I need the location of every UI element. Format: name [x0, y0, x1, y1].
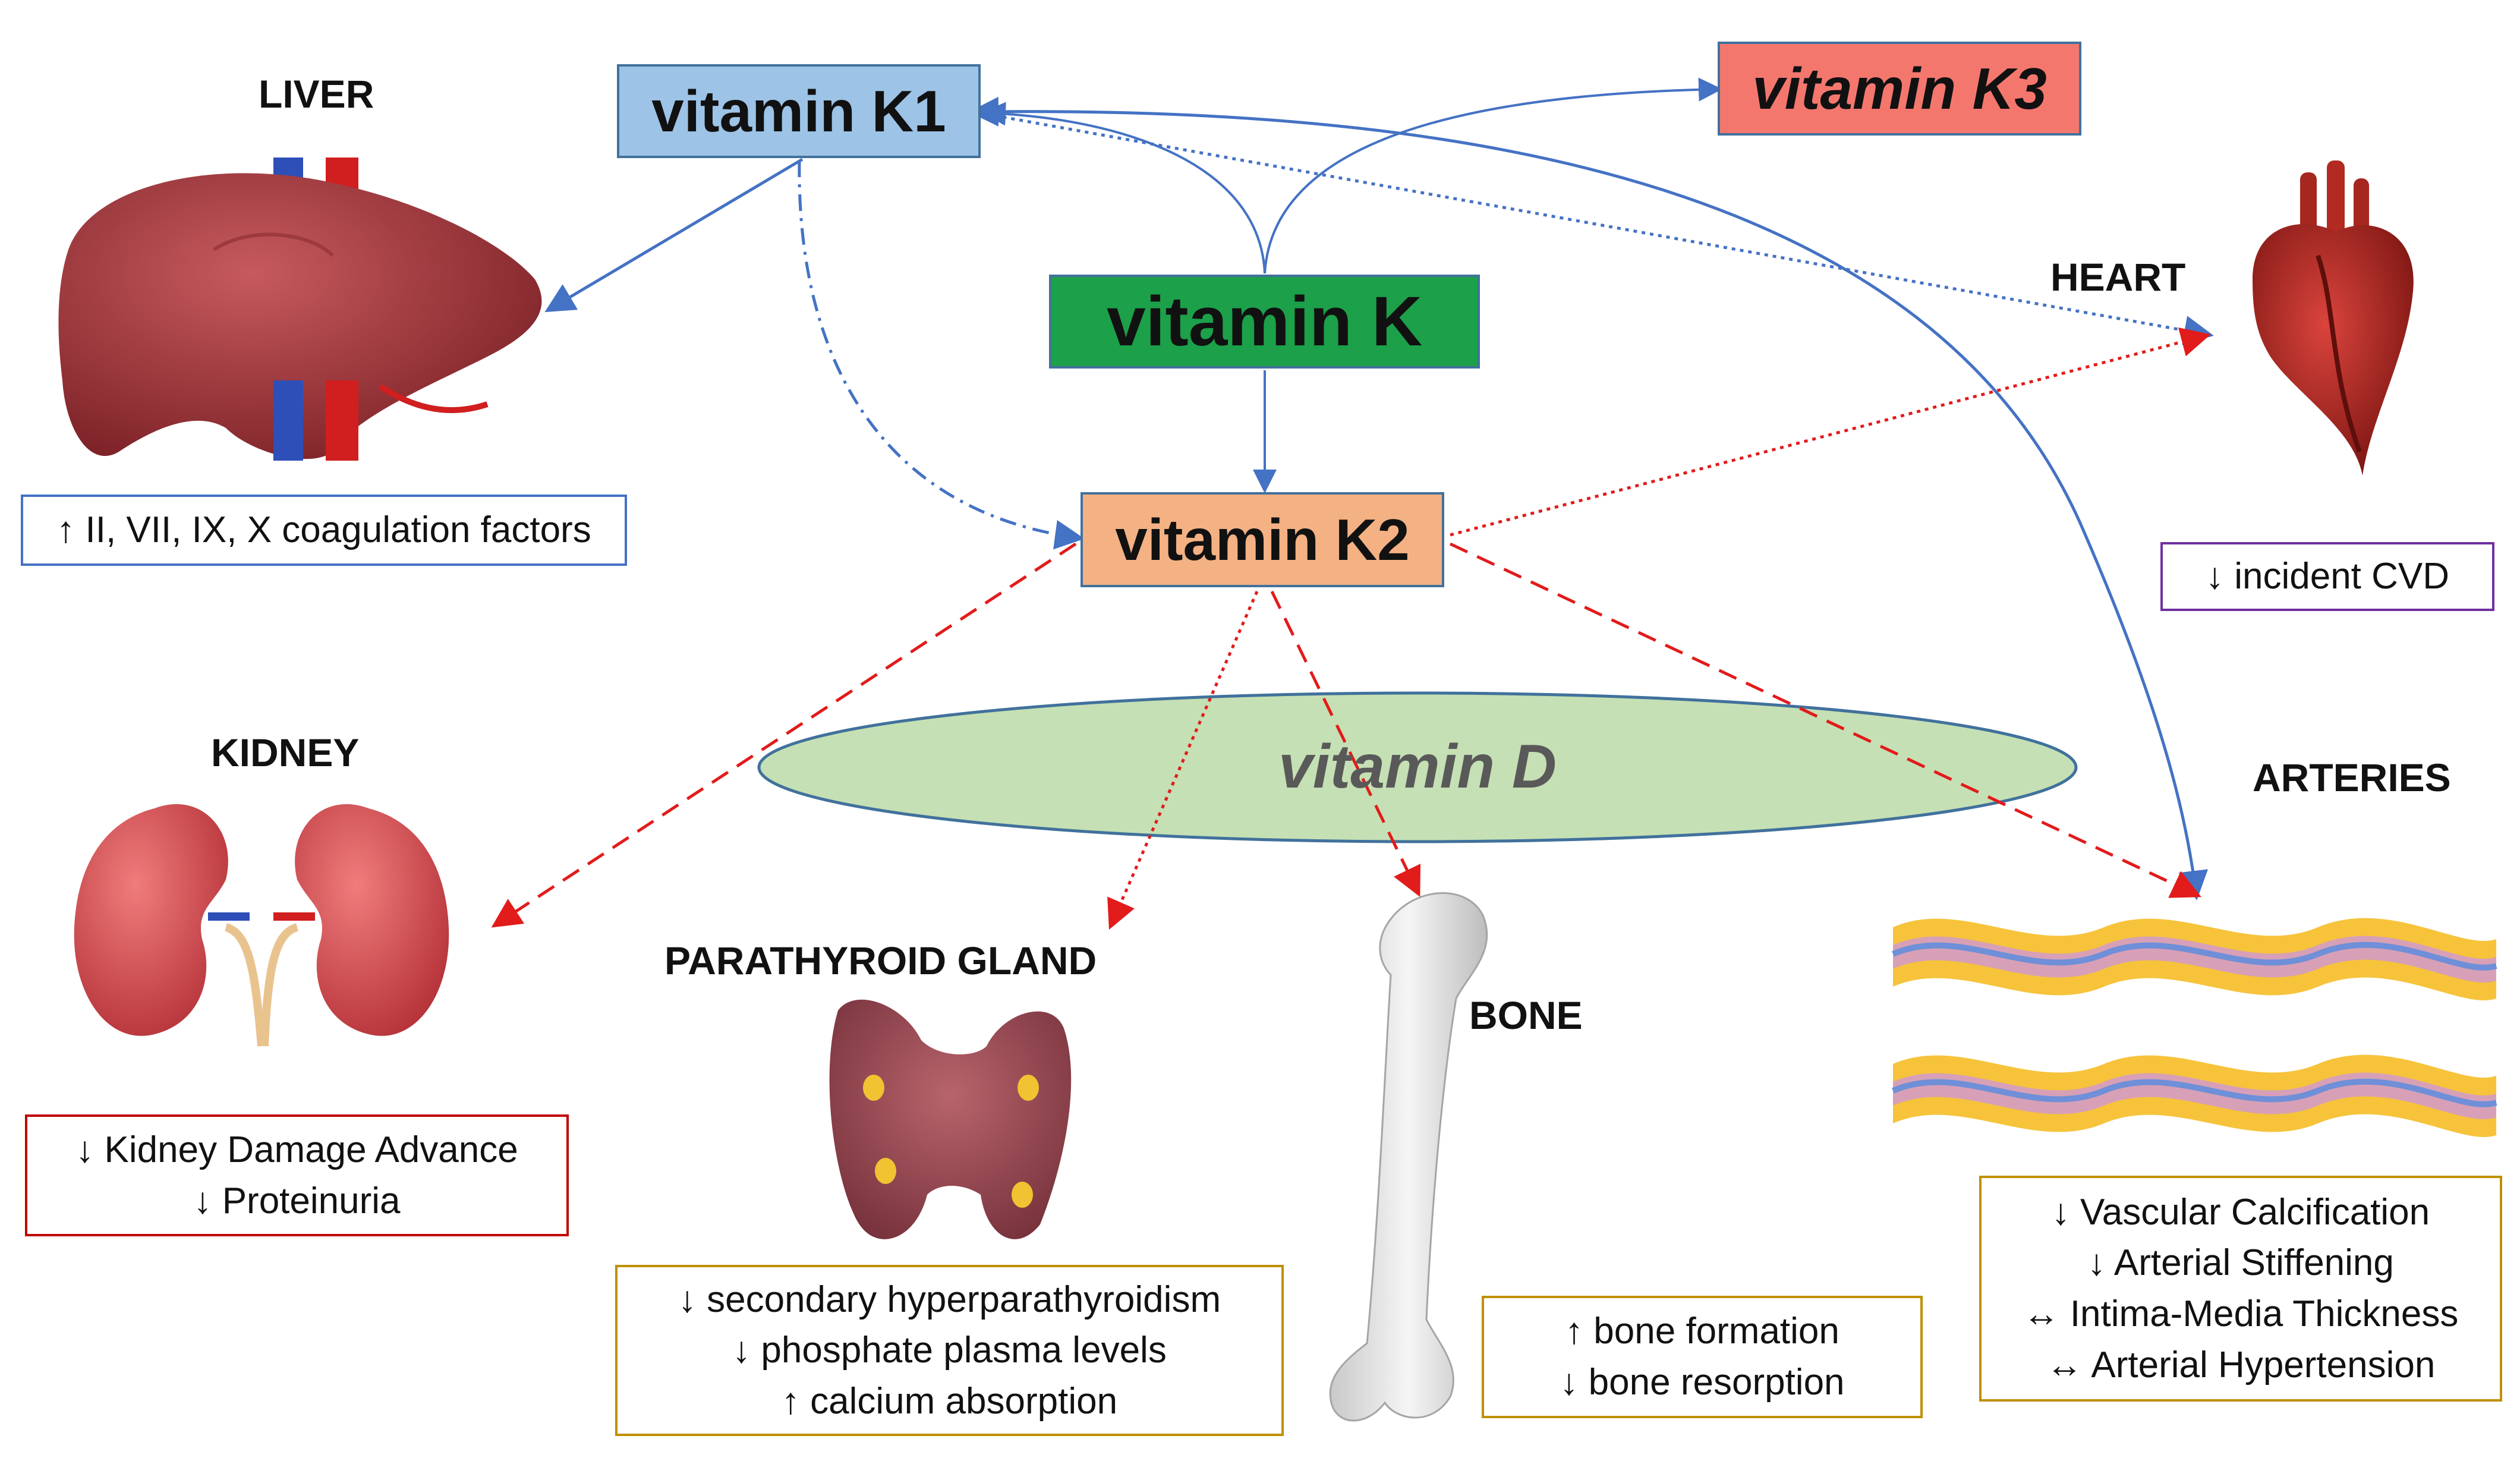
vitamin-d-label: vitamin D	[1278, 732, 1557, 801]
heart-illustration	[2253, 160, 2414, 476]
vitamin-d-label-wrap: vitamin D	[1129, 725, 1706, 808]
arrow-k1-to-liver	[544, 158, 804, 313]
arrow-k2-to-arteries	[1449, 542, 2202, 898]
vitamin-k3-node: vitamin K3	[1718, 42, 2081, 136]
bone-effect-line: ↓ bone resorption	[1560, 1362, 1845, 1403]
parathyroid-effect-line: ↑ calcium absorption	[781, 1380, 1118, 1422]
liver-illustration	[58, 158, 542, 461]
liver-label: LIVER	[259, 72, 374, 116]
vitamin-k-node: vitamin K	[1049, 275, 1480, 369]
arrow-k2-to-kidney	[491, 542, 1077, 928]
liver-effect-line: ↑ II, VII, IX, X coagulation factors	[56, 509, 591, 551]
bone-label: BONE	[1469, 993, 1583, 1037]
kidney-label: KIDNEY	[211, 730, 360, 774]
bone-illustration	[1329, 892, 1488, 1422]
arrow-k1-to-k2	[798, 160, 1085, 550]
vitamin-k2-label: vitamin K2	[1115, 506, 1410, 572]
heart-label: HEART	[2050, 255, 2186, 299]
arrow-k2-to-heart	[1450, 328, 2211, 537]
kidney-illustration	[74, 804, 449, 1047]
arteries-illustration	[1892, 918, 2497, 1137]
arteries-effect-line: ↔ Arterial Hypertension	[2046, 1344, 2436, 1386]
vitamin-k2-node: vitamin K2	[1081, 492, 1444, 587]
vitamin-k1-node: vitamin K1	[617, 64, 981, 158]
vitamin-k3-label: vitamin K3	[1752, 55, 2047, 121]
arteries-effect-line: ↔ Intima-Media Thickness	[2023, 1293, 2459, 1334]
parathyroid-effect-line: ↓ phosphate plasma levels	[732, 1330, 1167, 1371]
vitamin-k-label: vitamin K	[1106, 282, 1423, 361]
parathyroid-illustration	[829, 999, 1072, 1239]
bone-effect-line: ↑ bone formation	[1565, 1311, 1839, 1352]
arrow-k2-to-parathyroid	[1107, 590, 1259, 930]
parathyroid-label: PARATHYROID GLAND	[664, 939, 1097, 983]
arteries-effect-box: ↓ Vascular Calcification ↓ Arterial Stif…	[1979, 1176, 2502, 1402]
arrow-k1-to-arteries	[969, 96, 2209, 900]
vitamin-k1-label: vitamin K1	[651, 78, 946, 144]
arrow-k2-to-bone	[1270, 590, 1421, 897]
heart-effect-box: ↓ incident CVD	[2160, 542, 2494, 611]
heart-effect-line: ↓ incident CVD	[2205, 556, 2450, 597]
parathyroid-effect-box: ↓ secondary hyperparathyroidism ↓ phosph…	[615, 1265, 1284, 1436]
liver-effect-box: ↑ II, VII, IX, X coagulation factors	[21, 495, 627, 566]
arrow-k-to-k1	[982, 102, 1266, 274]
arteries-label: ARTERIES	[2253, 755, 2451, 799]
kidney-effect-line: ↓ Kidney Damage Advance	[75, 1129, 518, 1170]
arteries-effect-line: ↓ Vascular Calcification	[2051, 1191, 2430, 1233]
arteries-effect-line: ↓ Arterial Stiffening	[2087, 1242, 2394, 1284]
bone-effect-box: ↑ bone formation ↓ bone resorption	[1482, 1296, 1923, 1418]
parathyroid-effect-line: ↓ secondary hyperparathyroidism	[678, 1279, 1221, 1320]
kidney-effect-line: ↓ Proteinuria	[193, 1180, 401, 1221]
kidney-effect-box: ↓ Kidney Damage Advance ↓ Proteinuria	[25, 1114, 569, 1236]
arrow-k-to-k3	[1264, 77, 1722, 274]
